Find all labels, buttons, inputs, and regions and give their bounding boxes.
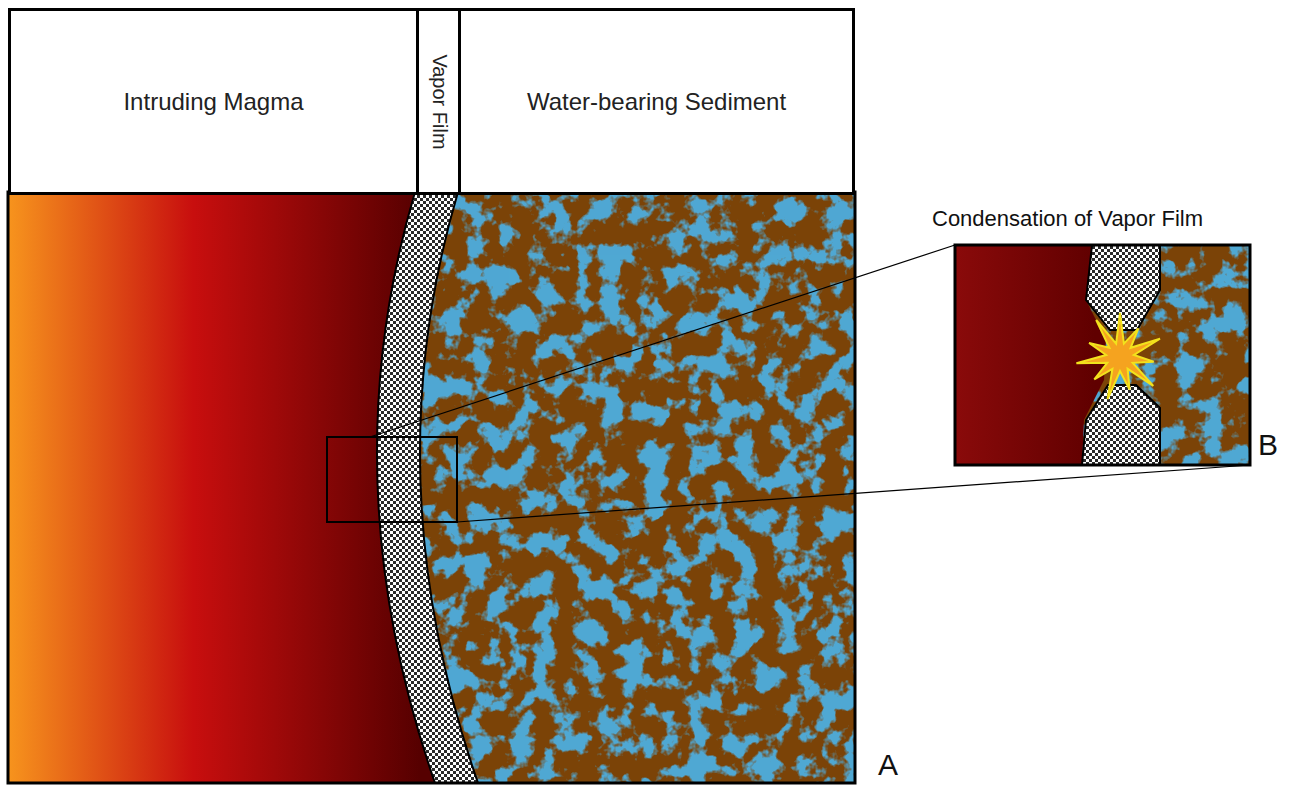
zoom-line bbox=[370, 245, 955, 437]
box-label: Vapor Film bbox=[427, 54, 450, 149]
inset-frame bbox=[955, 245, 1250, 465]
zoom-line bbox=[457, 465, 1250, 522]
box-label: Intruding Magma bbox=[123, 88, 303, 116]
panel-letter: B bbox=[1258, 428, 1278, 462]
box-label: Water-bearing Sediment bbox=[527, 88, 786, 116]
header-box: Intruding Magma bbox=[8, 8, 419, 195]
header-box: Water-bearing Sediment bbox=[458, 8, 855, 195]
panel-letter: A bbox=[878, 748, 898, 782]
callout-title: Condensation of Vapor Film bbox=[932, 206, 1203, 232]
panel-a bbox=[8, 192, 855, 783]
explosion-burst bbox=[1076, 313, 1160, 399]
panel-b bbox=[955, 245, 1250, 465]
header-box: Vapor Film bbox=[416, 8, 461, 195]
